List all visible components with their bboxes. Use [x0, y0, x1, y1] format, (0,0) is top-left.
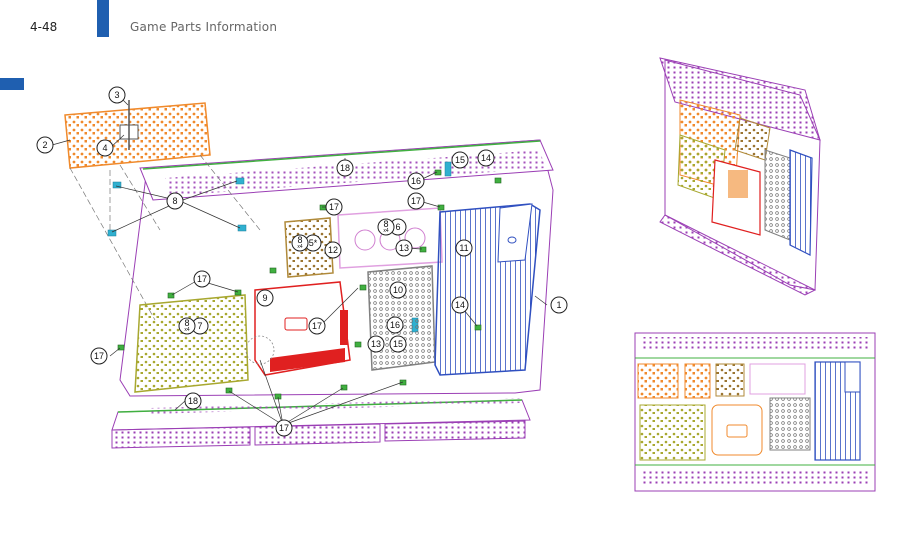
svg-text:1: 1	[556, 300, 561, 310]
svg-text:17: 17	[94, 351, 104, 361]
callout-18-b: 18	[184, 392, 202, 410]
callout-17-d: 17	[90, 347, 108, 365]
svg-text:8: 8	[383, 219, 388, 229]
callout-17-c: 17	[193, 270, 211, 288]
svg-text:13: 13	[371, 339, 381, 349]
svg-text:17: 17	[411, 196, 421, 206]
callout-8-b: 8x4	[291, 234, 309, 252]
bottom-vent-panel-mid	[254, 423, 381, 446]
callout-11: 11	[455, 239, 473, 257]
callout-1: 1	[550, 296, 568, 314]
svg-text:10: 10	[393, 285, 403, 295]
svg-text:x4: x4	[383, 228, 389, 234]
svg-text:13: 13	[399, 243, 409, 253]
svg-text:18: 18	[188, 396, 198, 406]
bottom-vent-panel-right	[384, 420, 526, 442]
callout-15-b: 15	[389, 335, 407, 353]
callout-4: 4	[96, 139, 114, 157]
callout-17-e: 17	[308, 317, 326, 335]
svg-text:17: 17	[197, 274, 207, 284]
isometric-assembled-view	[659, 57, 821, 296]
header-accent-bar	[97, 0, 109, 37]
callout-17-f: 17	[275, 419, 293, 437]
callout-14-a: 14	[477, 149, 495, 167]
svg-text:15: 15	[455, 155, 465, 165]
section-tab-marker	[0, 78, 24, 90]
callout-5: 5*	[304, 234, 322, 252]
page-number: 4-48	[30, 20, 58, 34]
callout-3: 3	[108, 86, 126, 104]
svg-text:6: 6	[395, 222, 400, 232]
svg-text:8: 8	[172, 196, 177, 206]
callout-17-b: 17	[407, 192, 425, 210]
svg-text:14: 14	[455, 300, 465, 310]
svg-text:16: 16	[390, 320, 400, 330]
callout-8-d: 8x4	[178, 317, 196, 335]
callout-9: 9	[256, 289, 274, 307]
callout-15-a: 15	[451, 151, 469, 169]
pcb-pink	[337, 207, 443, 269]
page-title: Game Parts Information	[130, 20, 278, 34]
svg-text:15: 15	[393, 339, 403, 349]
svg-text:8: 8	[297, 235, 302, 245]
front-assembled-view	[634, 332, 876, 492]
callout-8-a: 8	[166, 192, 184, 210]
svg-text:17: 17	[279, 423, 289, 433]
svg-text:12: 12	[328, 245, 338, 255]
callout-18-a: 18	[336, 159, 354, 177]
main-exploded-view: 1 2 3 4 5* 6 7 8 8x4 8x4 8x4 9 10 11 12 …	[36, 86, 568, 449]
callout-10: 10	[389, 281, 407, 299]
callout-12: 12	[324, 241, 342, 259]
svg-text:4: 4	[102, 143, 107, 153]
svg-text:9: 9	[262, 293, 267, 303]
svg-text:8: 8	[184, 318, 189, 328]
svg-text:2: 2	[42, 140, 47, 150]
svg-text:x4: x4	[184, 327, 190, 333]
power-supply	[367, 265, 436, 371]
svg-text:17: 17	[312, 321, 322, 331]
svg-text:17: 17	[329, 202, 339, 212]
callout-13-a: 13	[395, 239, 413, 257]
svg-text:7: 7	[197, 321, 202, 331]
callout-14-b: 14	[451, 296, 469, 314]
pcb-olive-main	[134, 294, 249, 393]
svg-text:5*: 5*	[309, 238, 318, 248]
svg-text:18: 18	[340, 163, 350, 173]
callout-8-c: 8x4	[377, 218, 395, 236]
callout-16-a: 16	[407, 172, 425, 190]
svg-text:3: 3	[114, 90, 119, 100]
svg-text:14: 14	[481, 153, 491, 163]
bottom-vent-panel-left	[111, 426, 251, 449]
callout-17-a: 17	[325, 198, 343, 216]
callout-13-b: 13	[367, 335, 385, 353]
svg-text:11: 11	[459, 243, 468, 253]
callout-16-b: 16	[386, 316, 404, 334]
callout-2: 2	[36, 136, 54, 154]
svg-text:16: 16	[411, 176, 421, 186]
svg-text:x4: x4	[297, 244, 303, 250]
